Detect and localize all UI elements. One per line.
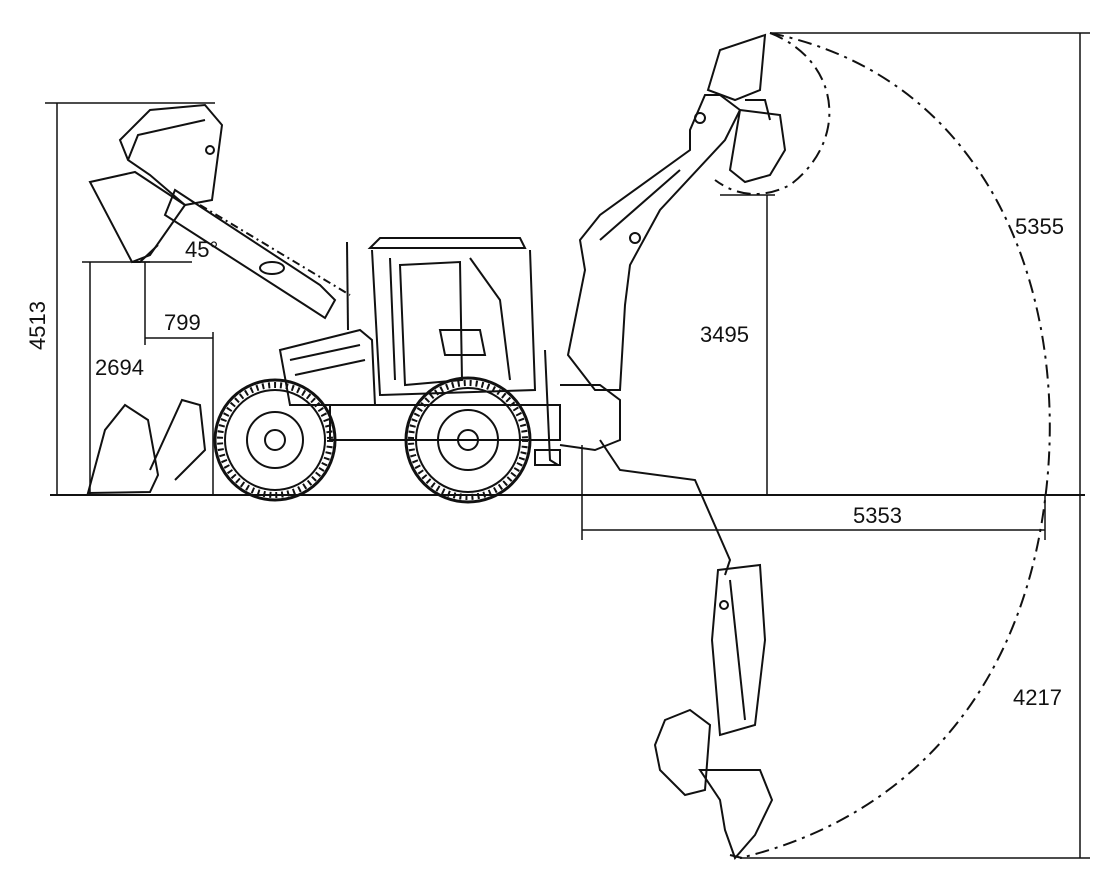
digging-envelope-arc — [714, 32, 1051, 859]
loading-height-label: 3495 — [700, 322, 749, 347]
loader-arm — [163, 188, 351, 320]
max-digging-depth-label: 4217 — [1013, 685, 1062, 710]
front-wheel — [213, 378, 337, 502]
dump-height-label: 2694 — [95, 355, 144, 380]
backhoe-bucket-raised — [706, 33, 787, 184]
machine-body — [278, 237, 621, 466]
max-digging-height-label: 5355 — [1015, 214, 1064, 239]
reach-label: 5353 — [853, 503, 902, 528]
dimension-lines — [45, 32, 1090, 859]
backhoe-bucket-lowered — [653, 708, 774, 860]
dump-reach-label: 799 — [164, 310, 201, 335]
backhoe-boom-lowered — [599, 439, 767, 737]
max-height-label: 4513 — [25, 301, 50, 350]
front-loader-bucket-lowered — [86, 398, 207, 495]
dump-angle-label: 45° — [185, 237, 218, 262]
rear-wheel — [404, 376, 532, 504]
backhoe-boom-raised — [566, 94, 742, 391]
